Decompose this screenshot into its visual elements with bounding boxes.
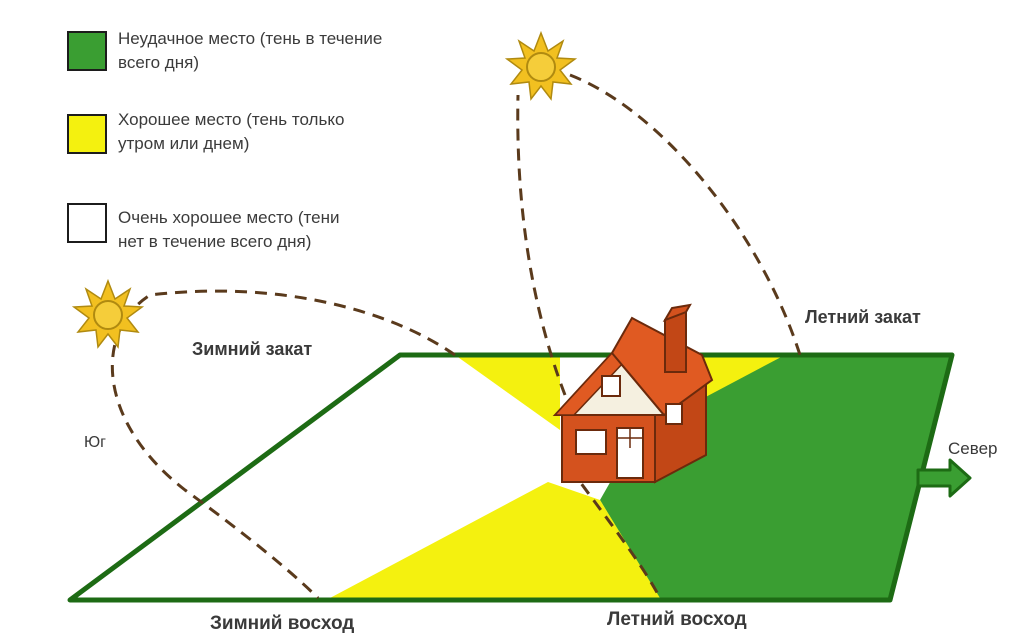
summer-sunrise-label: Летний восход xyxy=(607,609,747,630)
summer-sun-path-right xyxy=(569,73,802,356)
sun-icon xyxy=(504,30,578,101)
legend-swatch-bad xyxy=(67,31,107,71)
legend-swatch-good xyxy=(67,114,107,154)
plot-good-zone-bottom xyxy=(330,482,660,598)
legend-line: Очень хорошее место (тени xyxy=(118,208,340,227)
winter-sunset-label: Зимний закат xyxy=(192,339,313,359)
south-label: Юг xyxy=(84,434,106,451)
summer-sunset-label: Летний закат xyxy=(805,307,921,327)
winter-sun-path xyxy=(110,289,456,600)
summer-sun-path-left xyxy=(516,94,567,396)
sun-icon xyxy=(71,278,145,349)
legend-line: утром или днем) xyxy=(118,134,250,153)
legend-line: всего дня) xyxy=(118,53,199,72)
winter-sunrise-label: Зимний восход xyxy=(210,613,355,634)
house-icon xyxy=(552,303,714,484)
legend-text-good: Хорошее место (тень только утром или дне… xyxy=(118,108,344,156)
north-arrow-icon xyxy=(916,458,972,498)
legend-line: Неудачное место (тень в течение xyxy=(118,29,383,48)
plot-outline xyxy=(67,352,955,603)
plot-good-zone-top xyxy=(455,355,560,430)
legend-text-best: Очень хорошее место (тени нет в течение … xyxy=(118,206,339,254)
legend-line: нет в течение всего дня) xyxy=(118,232,312,251)
summer-sunrise-path xyxy=(568,467,662,599)
legend-text-bad: Неудачное место (тень в течение всего дн… xyxy=(118,27,382,75)
north-label: Север xyxy=(948,439,998,458)
plot-good-zone-top-right xyxy=(690,355,785,400)
legend-line: Хорошее место (тень только xyxy=(118,110,345,129)
legend-swatch-best xyxy=(67,203,107,243)
